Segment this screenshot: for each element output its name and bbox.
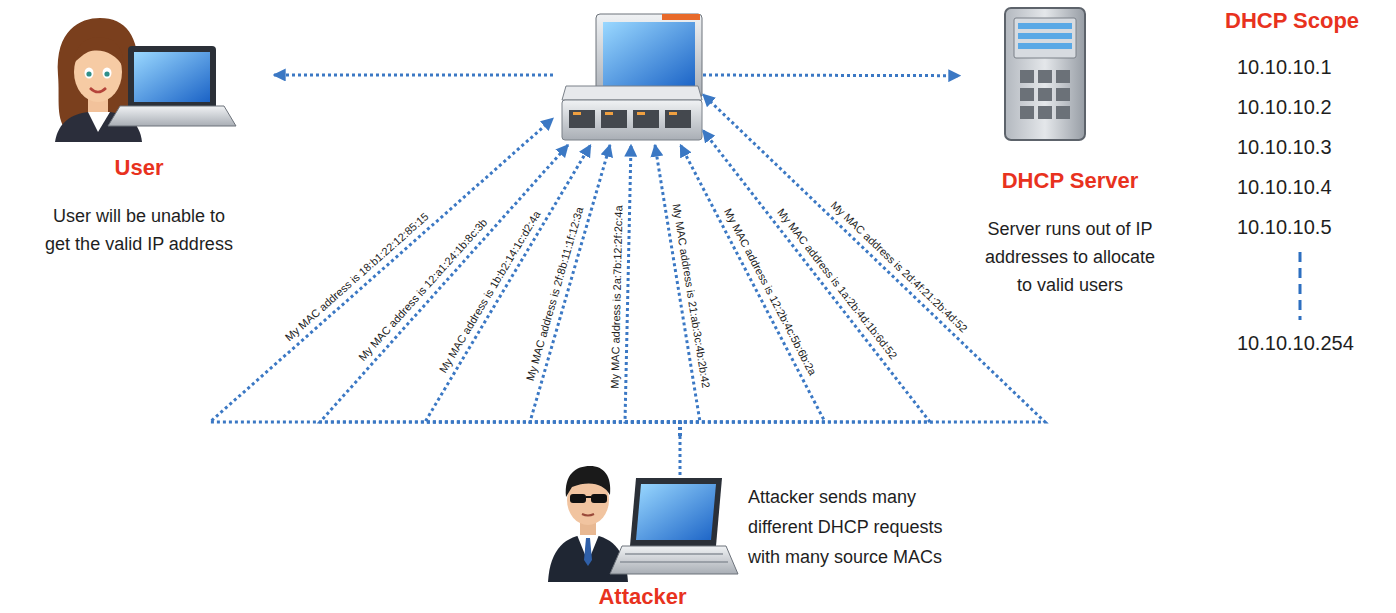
server-tower — [1038, 88, 1052, 101]
workstation-monitor — [662, 14, 700, 20]
dotted-arrow — [274, 74, 553, 77]
connectors — [210, 75, 1045, 436]
user-figure — [104, 71, 109, 76]
workstation-monitor — [596, 14, 702, 98]
server-tower — [1018, 43, 1072, 49]
attacker-actor: Attacker Attacker sends many different DH… — [545, 436, 1020, 611]
attacker-figure — [584, 538, 592, 566]
user-figure — [85, 68, 94, 79]
server-tower — [1056, 88, 1070, 101]
network-switch-device — [605, 112, 613, 115]
scope-ellipsis-line — [1299, 252, 1302, 320]
attacker-figure — [566, 466, 611, 497]
dhcp-server: DHCP ServerServer runs out of IP address… — [960, 8, 1184, 301]
actor-name: User — [8, 155, 270, 180]
attacker-figure — [591, 494, 607, 503]
attacker-figure — [586, 496, 591, 498]
network-switch-device — [573, 112, 581, 115]
network-switch-device — [562, 100, 702, 140]
ip-address: 10.10.10.254 — [1237, 331, 1354, 355]
attacker-figure — [570, 494, 586, 503]
dotted-arrow — [703, 74, 960, 78]
user-laptop — [134, 52, 210, 102]
workstation-monitor — [596, 14, 702, 98]
attacker-figure — [548, 534, 628, 582]
dotted-arrow — [680, 130, 930, 436]
network-switch-device — [569, 110, 595, 128]
server-tower — [1018, 33, 1072, 39]
attacker-laptop — [610, 546, 738, 574]
server-tower — [1020, 106, 1034, 119]
network-switch-device — [665, 110, 691, 128]
user-figure — [73, 37, 124, 68]
user-figure — [103, 68, 112, 79]
server-tower — [1005, 8, 1085, 140]
user-figure — [90, 88, 106, 92]
edge-label: My MAC address is 21:ab:3c:4b:2b:42 — [669, 201, 712, 391]
dotted-arrow — [210, 118, 680, 436]
user-figure — [86, 71, 91, 76]
attacker-drop-line — [679, 436, 682, 478]
server-note: Server runs out of IP addresses to alloc… — [977, 215, 1163, 299]
ip-address: 10.10.10.1 — [1237, 55, 1332, 79]
ip-address: 10.10.10.5 — [1237, 215, 1332, 239]
user-figure — [88, 112, 110, 132]
dotted-arrow — [320, 145, 680, 436]
server-tower — [1038, 106, 1052, 119]
dotted-arrow — [625, 145, 680, 436]
workstation-monitor — [603, 22, 695, 88]
actor-note: Attacker sends many different DHCP reque… — [748, 482, 958, 572]
attacker-laptop — [630, 478, 722, 546]
server-tower — [1014, 18, 1076, 58]
network-switch-device — [562, 86, 702, 100]
server-tower — [1020, 88, 1034, 101]
user-actor: UserUser will be unable to get the valid… — [8, 10, 274, 260]
actor-note: User will be unable to get the valid IP … — [39, 202, 239, 258]
server-tower — [1018, 23, 1072, 29]
server-tower — [1038, 70, 1052, 83]
attacker-laptop — [636, 484, 716, 540]
network-switch-device — [601, 110, 627, 128]
scope-heading: DHCP Scope — [1225, 8, 1359, 34]
server-tower — [1005, 8, 1085, 140]
server-tower — [1056, 106, 1070, 119]
ip-address: 10.10.10.4 — [1237, 175, 1332, 199]
user-laptop — [108, 46, 236, 126]
ip-address: 10.10.10.2 — [1237, 95, 1332, 119]
ip-address: 10.10.10.3 — [1237, 135, 1332, 159]
user-laptop — [108, 106, 236, 126]
network-switch-device — [637, 112, 645, 115]
edge-label: My MAC address is 18:b1:22:12:85:15 — [281, 209, 433, 345]
network-switch-device — [633, 110, 659, 128]
network-switch-device — [562, 86, 702, 140]
server-tower — [1056, 70, 1070, 83]
attacker-laptop — [610, 478, 738, 574]
server-name: DHCP Server — [960, 168, 1180, 193]
attacker-figure — [582, 514, 594, 516]
actor-name: Attacker — [580, 584, 705, 609]
attacker-laptop — [620, 561, 728, 563]
network-switch-device — [669, 112, 677, 115]
edge-label: My MAC address is 1b:b2:14:1c:d2:4a — [436, 207, 545, 377]
attacker-laptop — [625, 553, 723, 555]
server-tower — [1020, 70, 1034, 83]
edge-label: My MAC address is 2a:7b:12:2f:2c:4a — [608, 203, 625, 391]
user-laptop — [128, 46, 216, 106]
network-switch — [553, 12, 703, 145]
dotted-arrow — [425, 145, 680, 436]
